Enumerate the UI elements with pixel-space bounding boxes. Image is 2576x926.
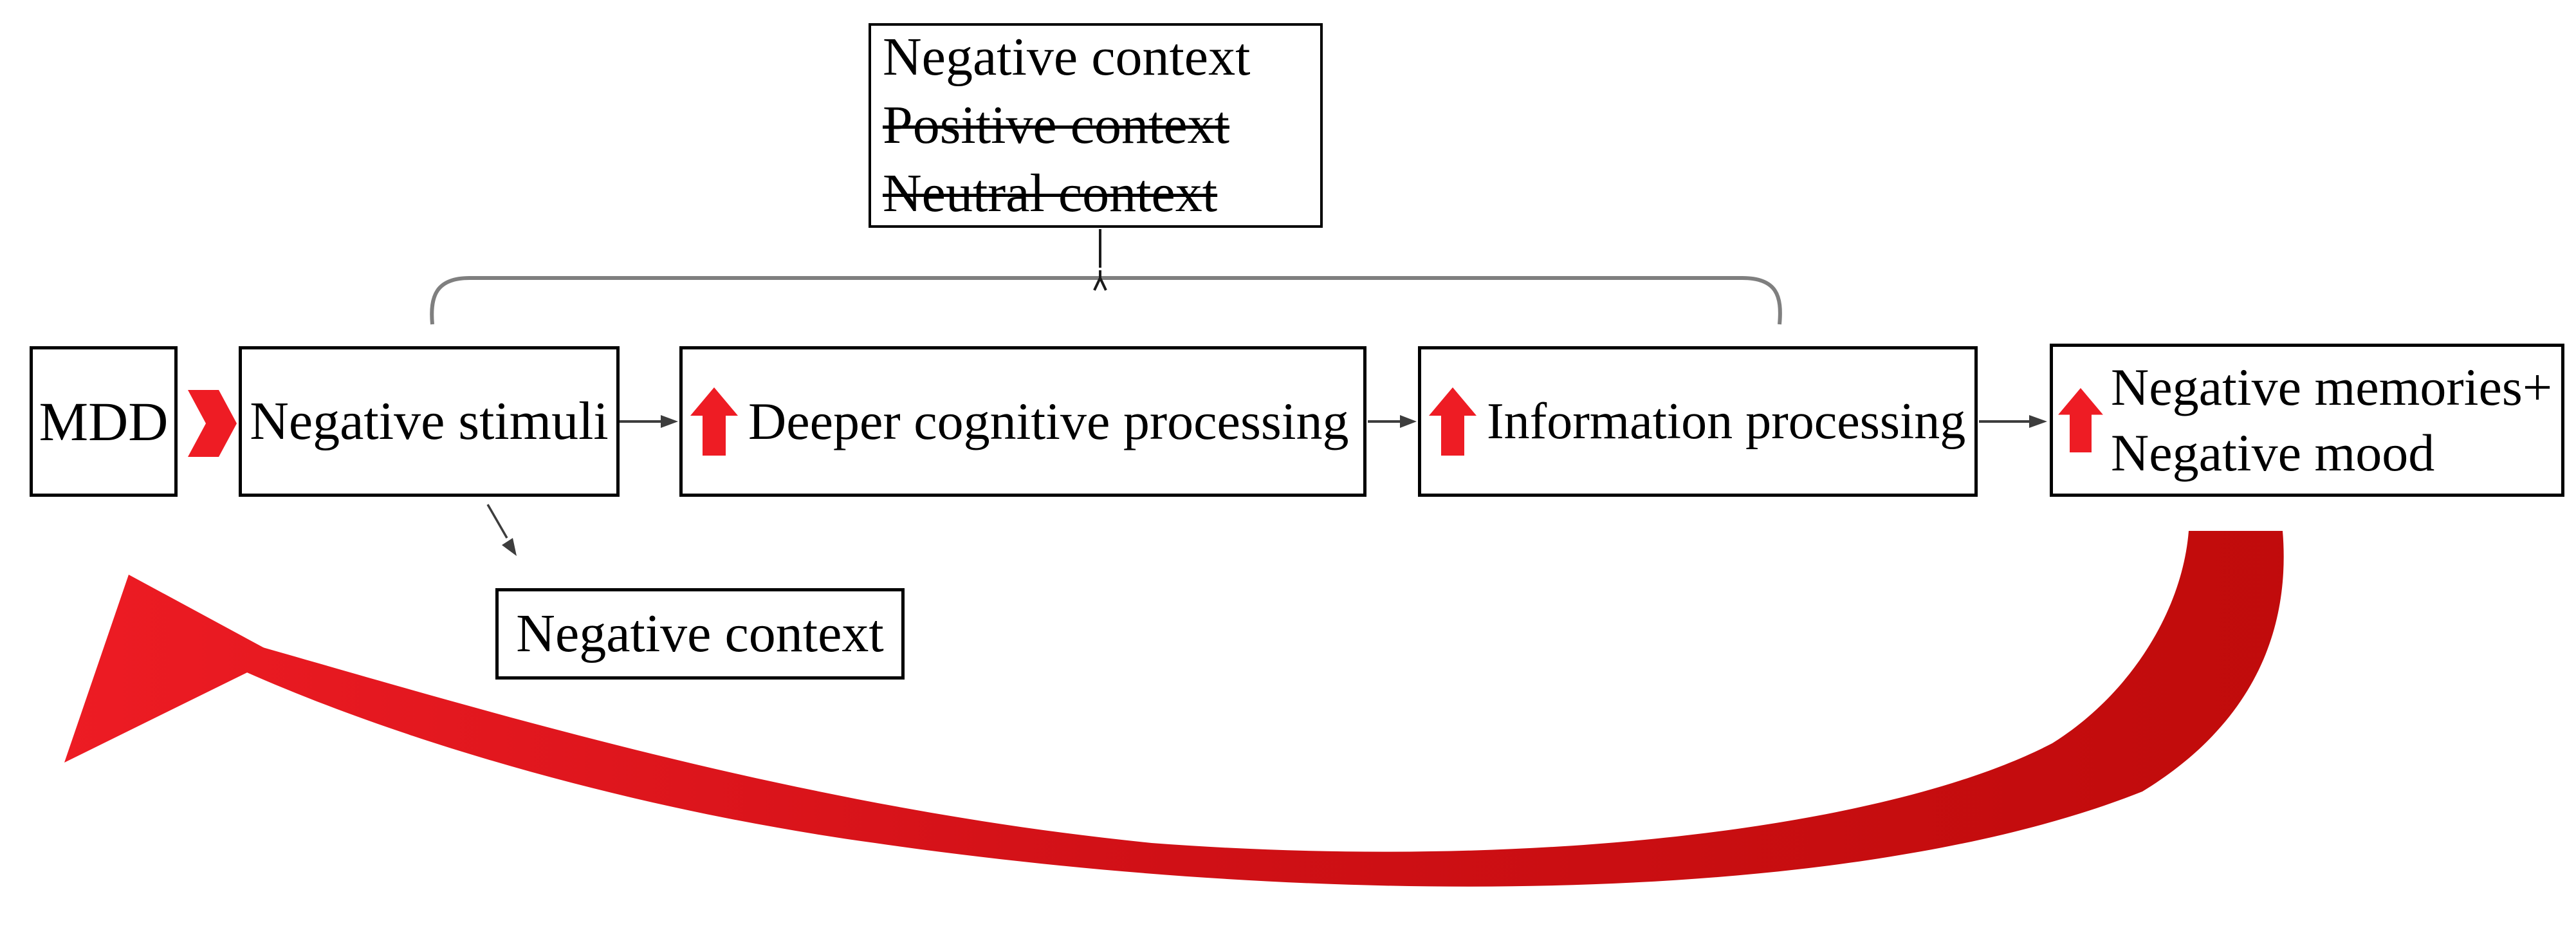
context-line-neutral-struck: Neutral context [883,163,1218,223]
context-line-negative: Negative context [883,27,1251,87]
up-arrow-icon [2058,388,2103,452]
arrow-information-to-outcome [1979,415,2047,428]
deeper-cognitive-processing-label: Deeper cognitive processing [748,391,1349,450]
context-line-positive-struck: Positive context [883,95,1229,155]
arrow-stimuli-to-context [486,504,517,556]
up-arrow-icon [690,387,738,456]
negative-context-box: Negative context [495,588,905,680]
deeper-cognitive-processing-box: Deeper cognitive processing [679,346,1366,497]
negative-stimuli-label: Negative stimuli [250,391,609,451]
red-chevron-right-icon [188,390,237,457]
outcome-labels: Negative memories+ Negative mood [2111,355,2552,486]
context-types-box: Negative context Positive context Neutra… [869,23,1323,228]
negative-memories-label: Negative memories+ [2111,358,2553,416]
up-arrow-icon [1429,387,1477,456]
feedback-arrowhead [64,575,280,763]
negative-context-label: Negative context [516,603,884,663]
information-processing-label: Information processing [1487,393,1966,450]
red-curved-feedback-arrow [64,531,2284,887]
negative-stimuli-box: Negative stimuli [239,346,620,497]
mdd-box: MDD [30,346,178,497]
negative-memories-mood-box: Negative memories+ Negative mood [2050,344,2564,497]
negative-mood-label: Negative mood [2111,423,2435,482]
information-processing-box: Information processing [1418,346,1978,497]
arrow-deeper-to-information [1368,415,1417,428]
mdd-label: MDD [39,390,169,452]
horizontal-brace-icon [430,270,1782,325]
topbox-brace-connector-line [1099,229,1101,268]
arrow-stimuli-to-deeper [620,415,678,428]
